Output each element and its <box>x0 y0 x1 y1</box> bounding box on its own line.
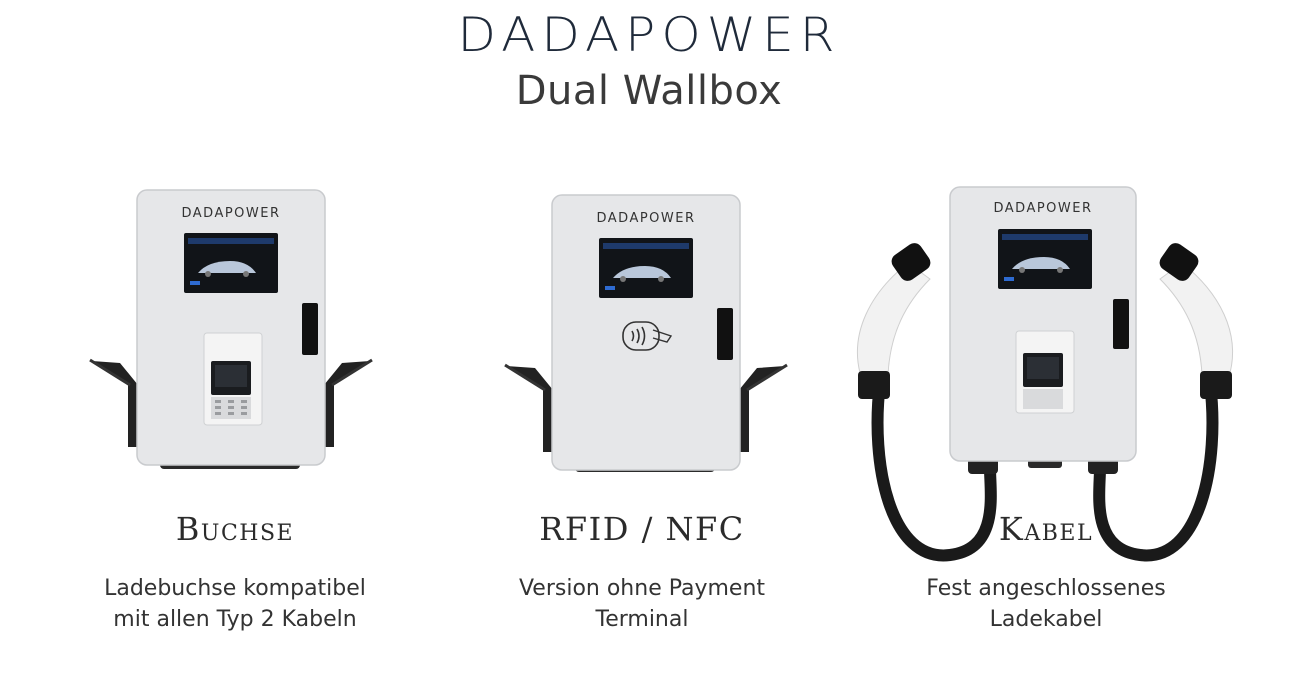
product-description-kabel: Fest angeschlossenes Ladekabel <box>836 573 1256 635</box>
product-kabel-image: DADAPOWER <box>850 183 1240 568</box>
device-brand-label: DADAPOWER <box>596 211 695 226</box>
product-description-rfid-nfc: Version ohne Payment Terminal <box>432 573 852 635</box>
description-line: Ladekabel <box>989 607 1103 632</box>
product-rfid-nfc-image: DADAPOWER <box>495 190 805 480</box>
description-line: Version ohne Payment <box>518 576 766 601</box>
description-line: Ladebuchse kompatibel <box>104 576 366 601</box>
brand-logo: DADAPOWER <box>457 7 841 63</box>
nfc-icon <box>622 321 673 351</box>
description-line: Fest angeschlossenes <box>926 576 1166 601</box>
device-brand-label: DADAPOWER <box>993 201 1092 216</box>
product-heading-rfid-nfc: RFID / NFC <box>539 510 745 548</box>
product-heading-kabel: Kabel <box>998 510 1094 548</box>
description-line: Terminal <box>595 607 689 632</box>
product-description-buchse: Ladebuchse kompatibel mit allen Typ 2 Ka… <box>25 573 445 635</box>
product-buchse-image: DADAPOWER <box>80 185 390 475</box>
product-heading-buchse: Buchse <box>175 510 295 548</box>
device-brand-label: DADAPOWER <box>181 206 280 221</box>
description-line: mit allen Typ 2 Kabeln <box>113 607 357 632</box>
page-subtitle: Dual Wallbox <box>515 68 783 114</box>
